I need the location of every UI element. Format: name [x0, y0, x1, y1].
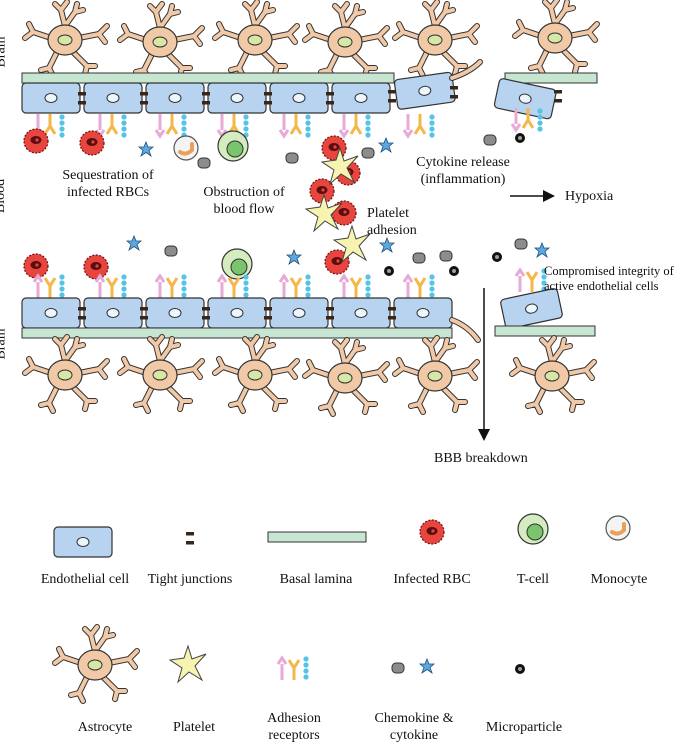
astrocyte	[215, 2, 297, 76]
microparticle	[384, 266, 394, 276]
infected-rbc	[79, 130, 105, 156]
annotation-sequestration: Sequestration of infected RBCs	[62, 168, 154, 200]
basal-lamina-bottom-right	[494, 325, 596, 337]
top-endothelium	[21, 59, 558, 121]
legend	[53, 513, 632, 701]
endothelial-cell	[83, 82, 143, 114]
annotation-compromised-integrity: Compromised integrity of active endothel…	[544, 264, 674, 293]
microparticle	[449, 266, 459, 276]
astrocyte	[515, 0, 597, 74]
chemokine	[285, 152, 299, 164]
side-label-brain-top: Brain	[0, 36, 9, 68]
endothelial-cell	[331, 82, 391, 114]
legend-astrocyte-swatch	[55, 627, 137, 701]
t-cell	[217, 130, 249, 162]
chemokine	[361, 147, 375, 159]
cytokine	[379, 237, 395, 253]
cytokine	[534, 242, 550, 258]
cytokine	[286, 249, 302, 265]
legend-endothelial-cell-swatch	[53, 526, 113, 558]
legend-label-infected-rbc: Infected RBC	[393, 572, 471, 587]
legend-label-endothelial-cell: Endothelial cell	[40, 572, 130, 587]
top-brain-astrocytes	[25, 0, 597, 78]
bottom-brain-astrocytes	[25, 337, 594, 414]
annotation-platelet-adhesion: Platelet adhesion	[367, 206, 417, 238]
cytokine	[126, 235, 142, 251]
legend-label-basal-lamina: Basal lamina	[279, 572, 353, 587]
legend-basal-lamina-swatch	[267, 531, 367, 543]
legend-label-astrocyte: Astrocyte	[77, 720, 133, 735]
chemokine	[514, 238, 528, 250]
legend-tcell-swatch	[517, 513, 549, 545]
legend-adhesion-receptors-swatch	[276, 654, 311, 682]
legend-platelet-swatch	[169, 645, 207, 683]
legend-label-platelet: Platelet	[173, 720, 215, 735]
basal-lamina-top	[21, 72, 395, 84]
endothelial-cell	[21, 82, 81, 114]
legend-label-tight-junctions: Tight junctions	[147, 572, 233, 587]
monocyte	[172, 134, 200, 162]
legend-label-chemokine-cytokine: Chemokine & cytokine	[374, 711, 454, 743]
cytokine	[378, 137, 394, 153]
chemokine	[164, 245, 178, 257]
legend-microparticle-swatch	[515, 664, 525, 674]
bottom-adhesion-receptors	[32, 266, 549, 300]
side-label-brain-bottom: Brain	[0, 328, 9, 360]
chemokine	[197, 157, 211, 169]
legend-cytokine-swatch	[419, 658, 435, 674]
cytokine	[138, 141, 154, 157]
legend-tight-junction-swatch	[186, 532, 194, 545]
basal-lamina-bottom	[21, 327, 453, 339]
chemokine	[439, 250, 453, 262]
legend-infected-rbc-swatch	[419, 519, 445, 545]
endothelial-cell	[207, 82, 267, 114]
astrocyte	[395, 2, 477, 76]
legend-chemokine-swatch	[391, 662, 405, 674]
astrocyte	[120, 4, 202, 78]
infected-rbc	[23, 253, 49, 279]
infected-rbc	[23, 128, 49, 154]
legend-label-tcell: T-cell	[516, 572, 550, 587]
astrocyte	[305, 4, 387, 78]
endothelial-cell	[269, 82, 329, 114]
infected-rbc	[83, 254, 109, 280]
bottom-endothelium	[21, 287, 564, 343]
endothelial-cell	[145, 82, 205, 114]
basal-lamina-top-right	[504, 72, 598, 84]
platelet-aggregate	[305, 135, 371, 275]
legend-monocyte-swatch	[604, 514, 632, 542]
microparticle	[492, 252, 502, 262]
chemokine	[412, 252, 426, 264]
t-cell	[221, 248, 253, 280]
chemokine	[483, 134, 497, 146]
legend-label-microparticle: Microparticle	[485, 720, 563, 735]
astrocyte	[25, 2, 107, 76]
annotation-obstruction: Obstruction of blood flow	[203, 185, 285, 217]
side-label-blood: Blood	[0, 178, 9, 214]
endothelial-cell-detaching	[393, 71, 457, 111]
microparticle	[515, 133, 525, 143]
bottom-blood-contents	[23, 235, 550, 280]
annotation-cytokine-release: Cytokine release (inflammation)	[416, 155, 510, 187]
legend-label-monocyte: Monocyte	[590, 572, 648, 587]
endothelial-cell-detached	[493, 77, 558, 121]
annotation-hypoxia: Hypoxia	[565, 189, 614, 204]
annotation-bbb-breakdown: BBB breakdown	[434, 451, 528, 466]
legend-label-adhesion-receptors: Adhesion receptors	[267, 711, 321, 743]
